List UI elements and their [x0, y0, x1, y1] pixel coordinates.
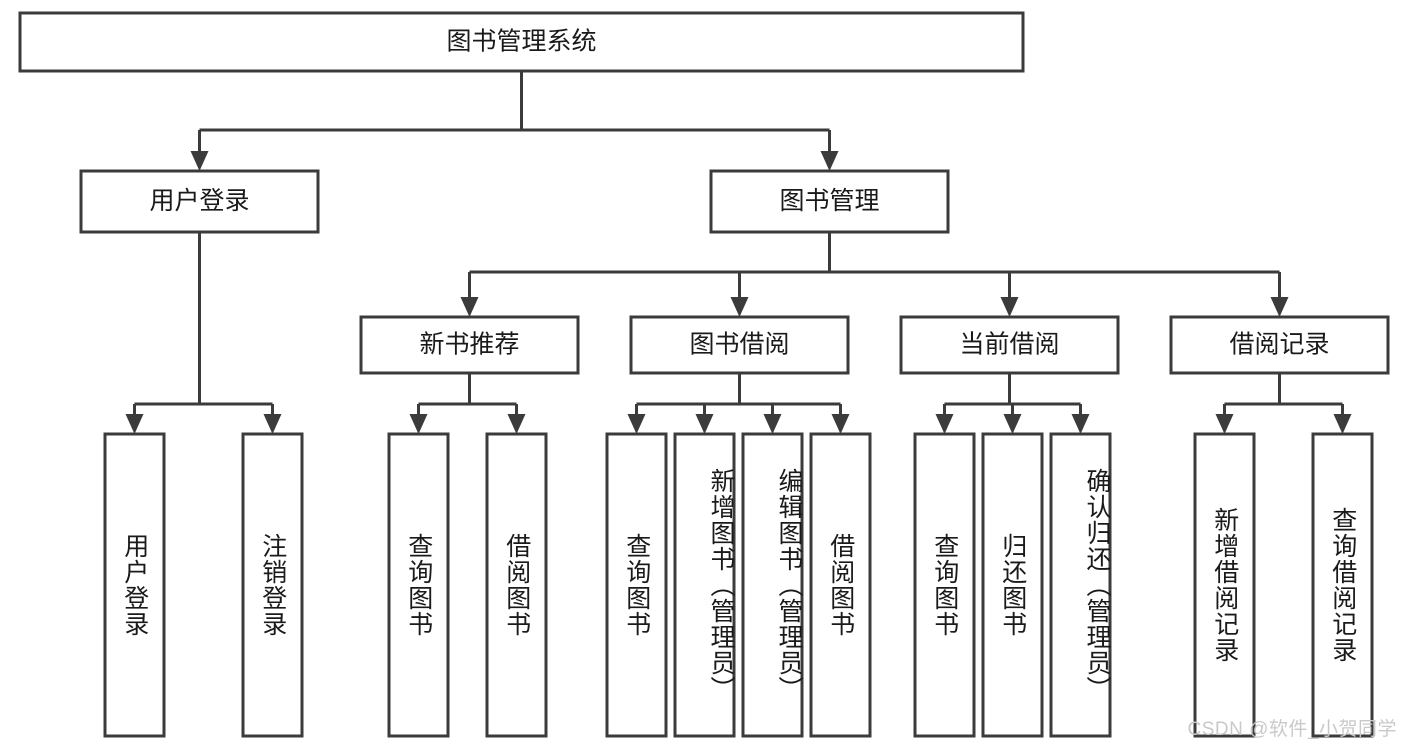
node-box-leaf-user-login[interactable]: [103, 432, 166, 738]
node-label-root: 图书管理系统: [446, 28, 596, 56]
watermark-text: CSDN @软件_小贺同学: [1187, 719, 1397, 740]
node-box-new-book-rec[interactable]: [359, 315, 580, 375]
arrow-head-borrow-record: [1270, 297, 1289, 317]
node-leaf-add-book[interactable]: [673, 432, 736, 738]
node-box-leaf-edit-book[interactable]: [741, 432, 804, 738]
arrow-head-leaf-borrow-book-1: [507, 414, 526, 434]
node-box-leaf-add-book[interactable]: [673, 432, 736, 738]
arrow-head-new-book-rec: [460, 297, 479, 317]
node-leaf-user-login[interactable]: [103, 432, 166, 738]
node-leaf-edit-book[interactable]: [741, 432, 804, 738]
node-book-manage[interactable]: [709, 169, 950, 234]
node-label-current-borrow: 当前借阅: [959, 331, 1059, 359]
node-label-borrow-record: 借阅记录: [1229, 331, 1329, 359]
arrow-head-leaf-query-book-2: [627, 414, 646, 434]
node-box-leaf-query-record[interactable]: [1311, 432, 1374, 738]
node-current-borrow[interactable]: [899, 315, 1120, 375]
arrow-head-current-borrow: [1000, 297, 1019, 317]
boxes-layer: [18, 11, 1390, 738]
arrow-head-book-manage: [820, 151, 839, 171]
arrow-head-leaf-add-book: [695, 414, 714, 434]
node-box-user-login[interactable]: [79, 169, 320, 234]
arrow-head-book-borrow: [730, 297, 749, 317]
arrow-head-leaf-add-record: [1215, 414, 1234, 434]
node-box-current-borrow[interactable]: [899, 315, 1120, 375]
node-leaf-confirm-return[interactable]: [1049, 432, 1112, 738]
node-box-leaf-query-book-3[interactable]: [913, 432, 976, 738]
arrow-head-leaf-user-login: [125, 414, 144, 434]
arrow-head-leaf-user-logout: [263, 414, 282, 434]
node-box-borrow-record[interactable]: [1169, 315, 1390, 375]
node-box-leaf-query-book-1[interactable]: [387, 432, 450, 738]
arrow-head-leaf-query-record: [1333, 414, 1352, 434]
node-box-leaf-borrow-book-2[interactable]: [809, 432, 872, 738]
node-box-leaf-borrow-book-1[interactable]: [485, 432, 548, 738]
node-box-book-manage[interactable]: [709, 169, 950, 234]
node-leaf-query-book-1[interactable]: [387, 432, 450, 738]
node-leaf-query-book-3[interactable]: [913, 432, 976, 738]
node-box-leaf-add-record[interactable]: [1193, 432, 1256, 738]
node-box-leaf-query-book-2[interactable]: [605, 432, 668, 738]
node-borrow-record[interactable]: [1169, 315, 1390, 375]
node-label-user-login: 用户登录: [149, 187, 249, 215]
node-leaf-add-record[interactable]: [1193, 432, 1256, 738]
node-root[interactable]: [18, 11, 1025, 73]
node-label-book-manage: 图书管理: [779, 187, 879, 215]
node-leaf-borrow-book-2[interactable]: [809, 432, 872, 738]
node-box-leaf-confirm-return[interactable]: [1049, 432, 1112, 738]
node-box-leaf-return-book[interactable]: [981, 432, 1044, 738]
connectors-layer: [125, 71, 1352, 434]
node-new-book-rec[interactable]: [359, 315, 580, 375]
node-label-new-book-rec: 新书推荐: [419, 331, 519, 359]
node-box-book-borrow[interactable]: [629, 315, 850, 375]
arrow-head-leaf-query-book-3: [935, 414, 954, 434]
node-leaf-query-record[interactable]: [1311, 432, 1374, 738]
node-leaf-borrow-book-1[interactable]: [485, 432, 548, 738]
node-leaf-return-book[interactable]: [981, 432, 1044, 738]
arrow-head-leaf-confirm-return: [1071, 414, 1090, 434]
arrow-head-user-login: [190, 151, 209, 171]
node-leaf-query-book-2[interactable]: [605, 432, 668, 738]
node-box-leaf-user-logout[interactable]: [241, 432, 304, 738]
node-book-borrow[interactable]: [629, 315, 850, 375]
node-label-book-borrow: 图书借阅: [689, 331, 789, 359]
arrow-head-leaf-borrow-book-2: [831, 414, 850, 434]
node-box-root[interactable]: [18, 11, 1025, 73]
node-user-login[interactable]: [79, 169, 320, 234]
arrow-head-leaf-query-book-1: [409, 414, 428, 434]
arrow-head-leaf-edit-book: [763, 414, 782, 434]
arrow-head-leaf-return-book: [1003, 414, 1022, 434]
node-leaf-user-logout[interactable]: [241, 432, 304, 738]
